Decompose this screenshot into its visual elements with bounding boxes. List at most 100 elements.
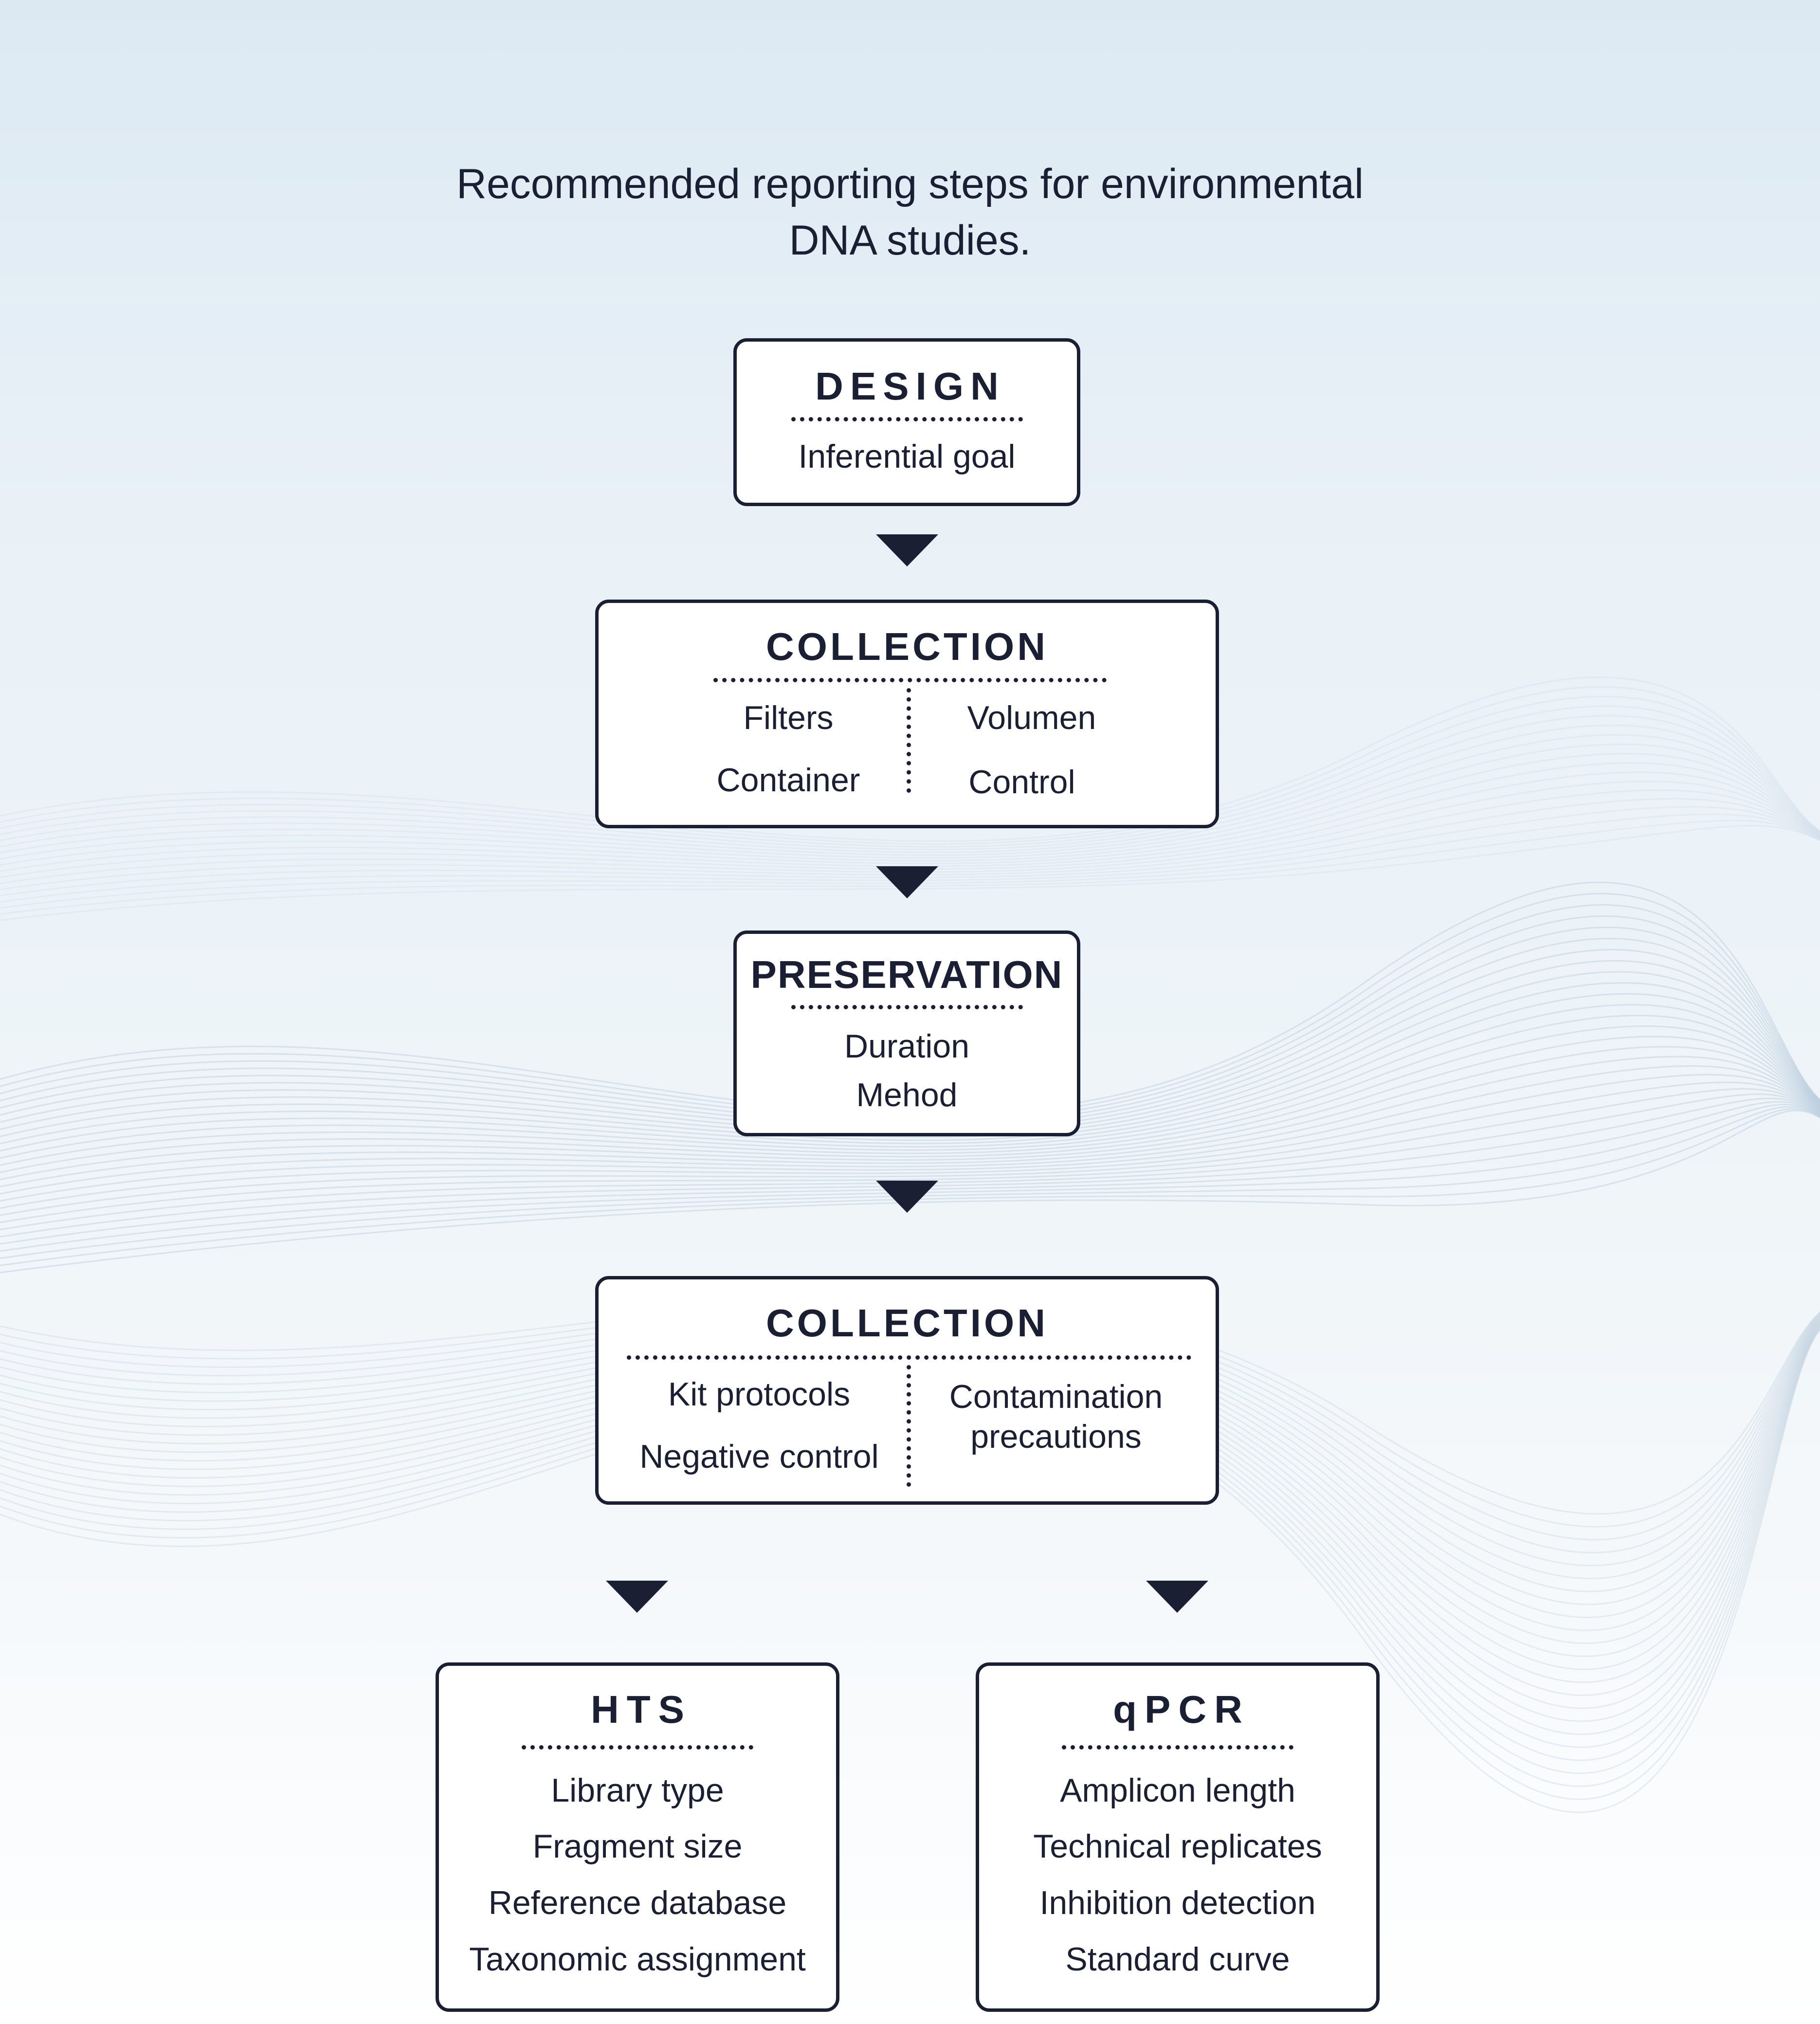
wave-line xyxy=(0,1093,1820,1231)
collection-column-divider xyxy=(907,688,911,793)
wave-line xyxy=(0,1317,1820,1618)
collection-item-container: Container xyxy=(716,762,860,799)
wave-line xyxy=(0,1323,1820,1709)
wave-line xyxy=(0,1319,1820,1644)
qpcr-box: qPCR Amplicon length Technical replicate… xyxy=(976,1662,1380,2012)
wave-line xyxy=(0,1322,1820,1696)
diagram-title: Recommended reporting steps for environm… xyxy=(456,161,1364,264)
wave-line xyxy=(0,1305,1820,1541)
wave-line xyxy=(0,1327,1820,1787)
wave-line xyxy=(0,753,1820,866)
wave-line xyxy=(0,1003,1820,1159)
wave-line xyxy=(0,1324,1820,1735)
collection-item-control: Control xyxy=(968,764,1075,801)
preservation-divider xyxy=(791,1005,1023,1009)
hts-item-taxonomic-assignment: Taxonomic assignment xyxy=(469,1941,806,1978)
preservation-box: PRESERVATION Duration Mehod xyxy=(733,930,1080,1136)
collection-divider xyxy=(713,678,1107,682)
hts-header: HTS xyxy=(591,1688,692,1731)
wave-line xyxy=(0,1321,1820,1683)
arrow-down-icon xyxy=(606,1581,668,1613)
hts-box: HTS Library type Fragment size Reference… xyxy=(436,1662,839,2012)
wave-line xyxy=(0,1110,1820,1274)
wave-line xyxy=(0,806,1820,903)
wave-line xyxy=(0,734,1820,859)
design-box: DESIGN Inferential goal xyxy=(733,338,1080,506)
collection-lab-box: COLLECTION Kit protocols Negative contro… xyxy=(595,1276,1219,1505)
hts-item-library-type: Library type xyxy=(551,1772,724,1809)
design-divider xyxy=(791,417,1023,421)
qpcr-item-inhibition-detection: Inhibition detection xyxy=(1039,1884,1316,1921)
wave-line xyxy=(0,1097,1820,1238)
wave-line xyxy=(0,1318,1820,1631)
wave-line xyxy=(0,993,1820,1152)
wave-line xyxy=(0,982,1820,1145)
wave-line xyxy=(0,1088,1820,1223)
wave-line xyxy=(0,1301,1820,1528)
wave-line xyxy=(0,1104,1820,1252)
wave-line xyxy=(0,927,1820,1128)
design-header: DESIGN xyxy=(815,365,1005,408)
wave-line xyxy=(0,915,1820,1125)
wave-line xyxy=(0,1074,1820,1209)
wave-line xyxy=(0,780,1820,884)
wave-line xyxy=(0,1101,1820,1245)
wave-line xyxy=(0,1328,1820,1800)
wave-line xyxy=(0,904,1820,1122)
collection-lab-divider xyxy=(627,1355,1191,1360)
wave-line xyxy=(0,1327,1820,1774)
arrow-down-icon xyxy=(876,866,938,898)
hts-item-fragment-size: Fragment size xyxy=(532,1828,743,1865)
qpcr-item-standard-curve: Standard curve xyxy=(1065,1941,1290,1978)
collection-box: COLLECTION Filters Container Volumen Con… xyxy=(595,600,1219,828)
collection-lab-item-negative-control: Negative control xyxy=(639,1438,879,1475)
wave-line xyxy=(0,676,1820,842)
wave-line xyxy=(0,1316,1820,1605)
wave-line xyxy=(0,1108,1820,1266)
collection-item-volumen: Volumen xyxy=(967,699,1096,736)
preservation-item-method: Mehod xyxy=(856,1076,958,1113)
wave-line xyxy=(0,1313,1820,1567)
wave-line xyxy=(0,1320,1820,1670)
wave-line xyxy=(0,798,1820,897)
arrow-down-icon xyxy=(876,534,938,566)
preservation-item-duration: Duration xyxy=(844,1028,970,1065)
wave-line xyxy=(0,1319,1820,1657)
wave-line xyxy=(0,1081,1820,1216)
wave-line xyxy=(0,813,1820,909)
wave-line xyxy=(0,1298,1820,1515)
collection-lab-header: COLLECTION xyxy=(766,1301,1048,1345)
wave-line xyxy=(0,1015,1820,1166)
collection-item-filters: Filters xyxy=(743,699,834,736)
wave-line xyxy=(0,762,1820,872)
wave-line xyxy=(0,1326,1820,1761)
wave-line xyxy=(0,1065,1820,1202)
wave-line xyxy=(0,1025,1820,1173)
wave-line xyxy=(0,715,1820,853)
wave-line xyxy=(0,1056,1820,1195)
preservation-header: PRESERVATION xyxy=(750,953,1063,996)
collection-header: COLLECTION xyxy=(766,625,1048,668)
collection-lab-item-kit-protocols: Kit protocols xyxy=(668,1376,851,1413)
wave-line xyxy=(0,695,1820,848)
qpcr-item-amplicon-length: Amplicon length xyxy=(1060,1772,1295,1809)
wave-line xyxy=(0,893,1820,1118)
arrow-down-icon xyxy=(876,1181,938,1213)
wave-line xyxy=(0,686,1820,845)
qpcr-header: qPCR xyxy=(1113,1688,1250,1731)
wave-line xyxy=(0,771,1820,878)
wave-line xyxy=(0,825,1820,921)
wave-line xyxy=(0,1309,1820,1553)
wave-line xyxy=(0,1106,1820,1259)
wave-line xyxy=(0,1329,1820,1813)
wave-line xyxy=(0,948,1820,1135)
wave-line xyxy=(0,1325,1820,1748)
wave-line xyxy=(0,881,1820,1115)
hts-divider xyxy=(522,1745,753,1750)
wave-line xyxy=(0,971,1820,1141)
hts-item-reference-database: Reference database xyxy=(488,1884,787,1921)
wave-line xyxy=(0,937,1820,1131)
wave-line xyxy=(0,743,1820,862)
collection-lab-item-contamination: Contamination precautions xyxy=(949,1378,1163,1455)
